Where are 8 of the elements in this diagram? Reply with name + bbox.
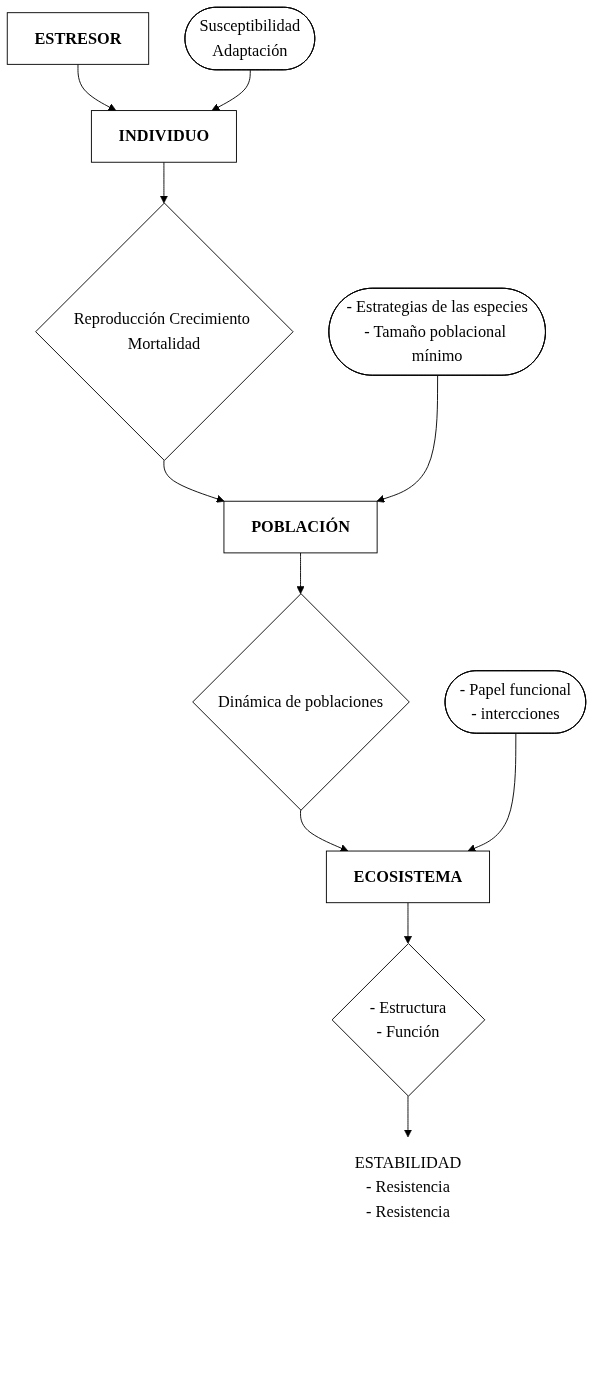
node-box: ESTRESOR (6, 12, 150, 65)
node-box: POBLACIÓN (223, 500, 378, 554)
node-text: ESTABILIDAD - Resistencia - Resistencia (354, 1153, 462, 1221)
node-diamond: - Estructura - Función (331, 943, 486, 1097)
node-diamond: Reproducción Crecimiento Mortalidad (35, 202, 294, 461)
node-box: ECOSISTEMA (325, 850, 491, 904)
node-box: INDIVIDUO (90, 110, 237, 163)
node-diamond: Dinámica de poblaciones (192, 593, 410, 811)
